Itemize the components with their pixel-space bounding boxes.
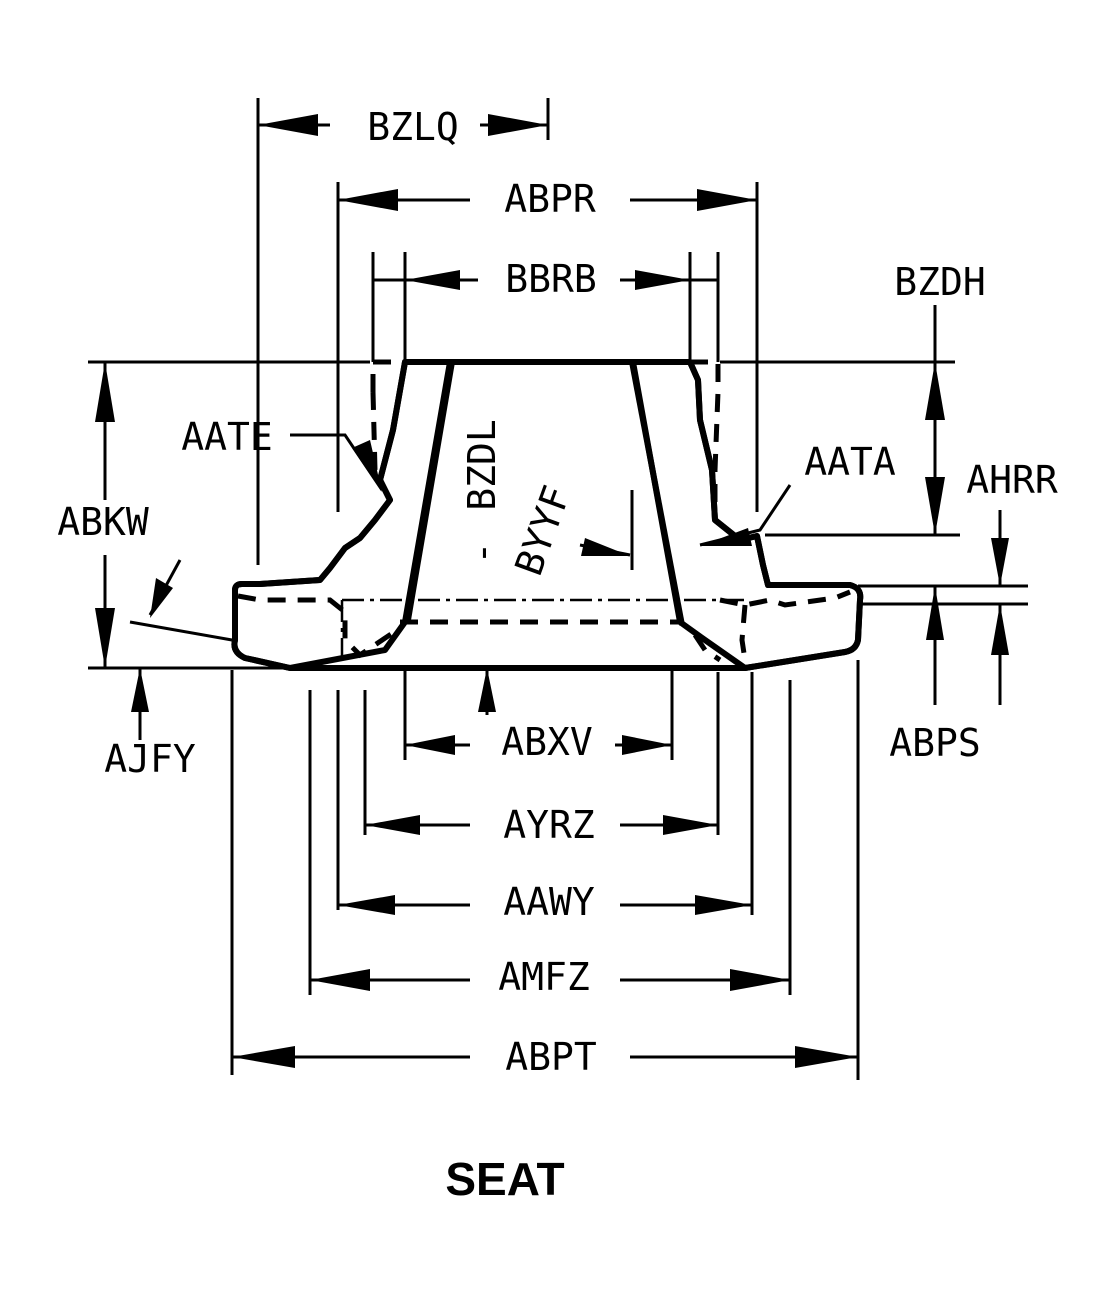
dimension-ayrz xyxy=(365,815,718,835)
label-abkw: ABKW xyxy=(57,500,149,544)
label-byyf: BYYF xyxy=(506,480,579,581)
label-bbrb: BBRB xyxy=(505,257,597,301)
dimension-abkw xyxy=(95,362,115,668)
dimension-abxv-up xyxy=(478,668,496,715)
label-bzlq: BZLQ xyxy=(367,105,459,149)
leader-aate xyxy=(290,433,384,492)
label-amfz: AMFZ xyxy=(498,955,590,999)
dimension-bbrb xyxy=(373,270,718,290)
label-ayrz: AYRZ xyxy=(503,803,595,847)
dimension-abps xyxy=(926,586,944,705)
leader-byyf xyxy=(579,490,634,570)
leader-abkw-angle xyxy=(129,559,233,642)
extension-lines xyxy=(88,98,1028,1080)
label-bzdl: BZDL xyxy=(460,419,504,511)
bzdl-dash: - xyxy=(460,542,504,565)
dimension-ahrr xyxy=(991,510,1009,705)
label-abps: ABPS xyxy=(889,721,981,765)
dimension-abpt xyxy=(232,1046,858,1068)
label-bzdh: BZDH xyxy=(894,260,986,304)
label-aate: AATE xyxy=(181,415,273,459)
label-aata: AATA xyxy=(804,440,896,484)
dimension-bzdh xyxy=(925,305,945,535)
label-abxv: ABXV xyxy=(501,720,593,764)
dimension-amfz xyxy=(310,969,790,991)
dimension-abxv xyxy=(405,735,672,755)
label-abpt: ABPT xyxy=(505,1035,597,1079)
label-ajfy: AJFY xyxy=(104,737,196,781)
label-aawy: AAWY xyxy=(503,880,595,924)
dimension-abpr xyxy=(338,189,757,211)
dimension-aawy xyxy=(338,895,752,915)
leader-aata xyxy=(699,484,792,547)
label-abpr: ABPR xyxy=(504,177,596,221)
dimension-bzlq xyxy=(258,114,548,136)
label-ahrr: AHRR xyxy=(966,458,1058,502)
left-wall-section xyxy=(231,359,453,671)
drawing-title: SEAT xyxy=(445,1153,564,1205)
dimension-ajfy xyxy=(131,668,149,740)
right-wall-section xyxy=(630,359,864,671)
